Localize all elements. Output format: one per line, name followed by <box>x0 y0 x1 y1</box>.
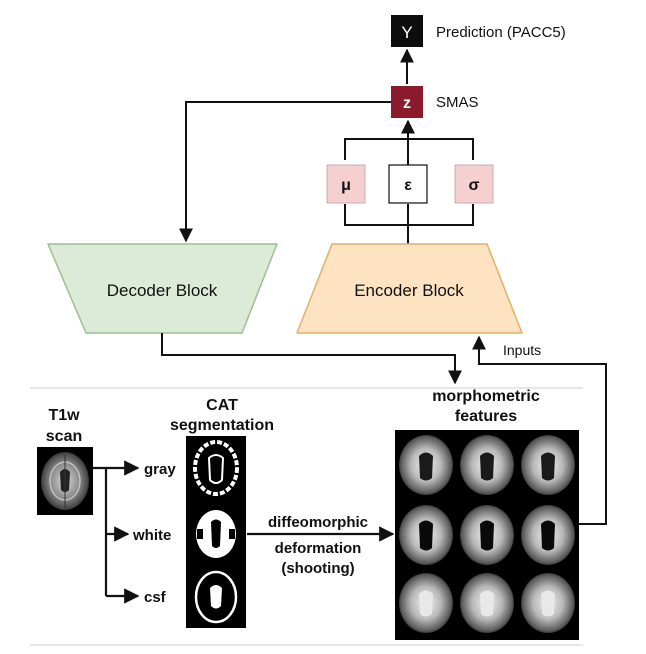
prediction-box <box>391 15 423 47</box>
epsilon-box <box>388 164 428 204</box>
morphometric-features-image <box>395 430 579 640</box>
morph-subtitle: features <box>455 408 517 425</box>
mu-symbol: μ <box>341 177 351 194</box>
arrow-z-to-decoder <box>179 101 391 243</box>
smas-label: SMAS <box>436 94 479 111</box>
deformation-line3: (shooting) <box>281 560 354 577</box>
arrow-inputs-to-encoder <box>472 335 607 525</box>
decoder-block <box>47 243 278 334</box>
cat-subtitle: segmentation <box>170 417 274 434</box>
morph-title: morphometric <box>432 388 540 405</box>
encoder-block <box>296 243 523 334</box>
decoder-label: Decoder Block <box>107 281 218 300</box>
encoder-label: Encoder Block <box>354 281 464 300</box>
prediction-symbol: Y <box>401 23 412 42</box>
sigma-box <box>454 164 494 204</box>
cat-title: CAT <box>206 397 238 414</box>
smas-box <box>391 86 423 118</box>
arrow-decoder-to-features <box>161 333 462 385</box>
t1w-scan-image <box>37 447 93 515</box>
cat-segmentation-image <box>186 436 246 628</box>
t1w-title: T1w <box>48 407 80 424</box>
mu-box <box>326 164 366 204</box>
tissue-gray-label: gray <box>144 461 176 478</box>
t1w-to-tissue-lines <box>93 466 108 596</box>
deformation-line1: diffeomorphic <box>268 514 368 531</box>
inputs-label: Inputs <box>503 342 541 358</box>
tissue-white-label: white <box>132 527 171 544</box>
deformation-line2: deformation <box>275 540 362 557</box>
tissue-csf-label: csf <box>144 589 167 606</box>
smas-symbol: z <box>403 95 411 112</box>
sigma-symbol: σ <box>469 177 480 194</box>
epsilon-symbol: ε <box>404 177 412 194</box>
prediction-label: Prediction (PACC5) <box>436 24 566 41</box>
t1w-subtitle: scan <box>46 428 82 445</box>
